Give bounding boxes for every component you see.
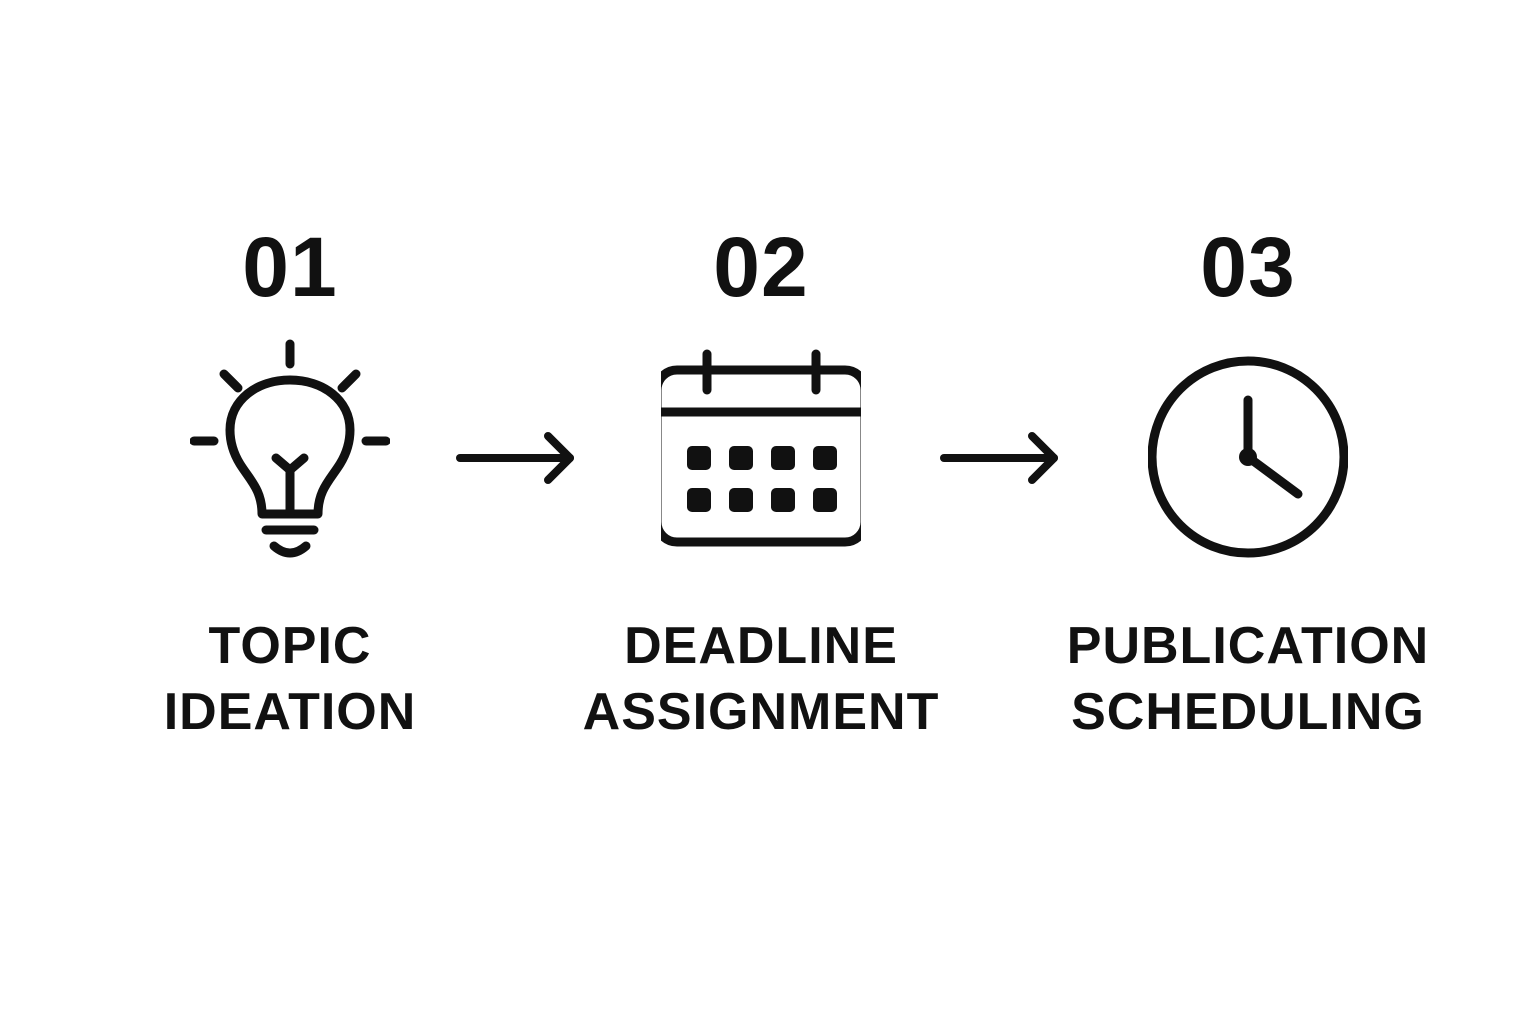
step-label: TOPIC IDEATION	[80, 613, 500, 745]
lightbulb-icon	[190, 339, 390, 558]
step-label-line: DEADLINE	[624, 617, 898, 675]
step-deadline-assignment: 02 DEADLINE ASSIGNMENT	[551, 0, 971, 1024]
clock-icon	[1148, 356, 1348, 558]
step-label-line: SCHEDULING	[1071, 683, 1425, 741]
step-label: DEADLINE ASSIGNMENT	[551, 613, 971, 745]
calendar-icon	[661, 349, 861, 547]
step-publication-scheduling: 03 PUBLICATION SCHEDULING	[1038, 0, 1458, 1024]
arrow-right-icon	[456, 432, 574, 484]
step-topic-ideation: 01 TOPIC IDEATION	[80, 0, 500, 1024]
step-number: 03	[1200, 220, 1296, 314]
step-label-line: TOPIC	[208, 617, 372, 675]
step-label-line: PUBLICATION	[1066, 617, 1430, 675]
arrow-right-icon	[940, 432, 1058, 484]
step-label-line: IDEATION	[163, 683, 417, 741]
step-label-line: ASSIGNMENT	[582, 683, 940, 741]
step-number: 02	[713, 220, 809, 314]
step-label: PUBLICATION SCHEDULING	[1038, 613, 1458, 745]
step-number: 01	[242, 220, 338, 314]
